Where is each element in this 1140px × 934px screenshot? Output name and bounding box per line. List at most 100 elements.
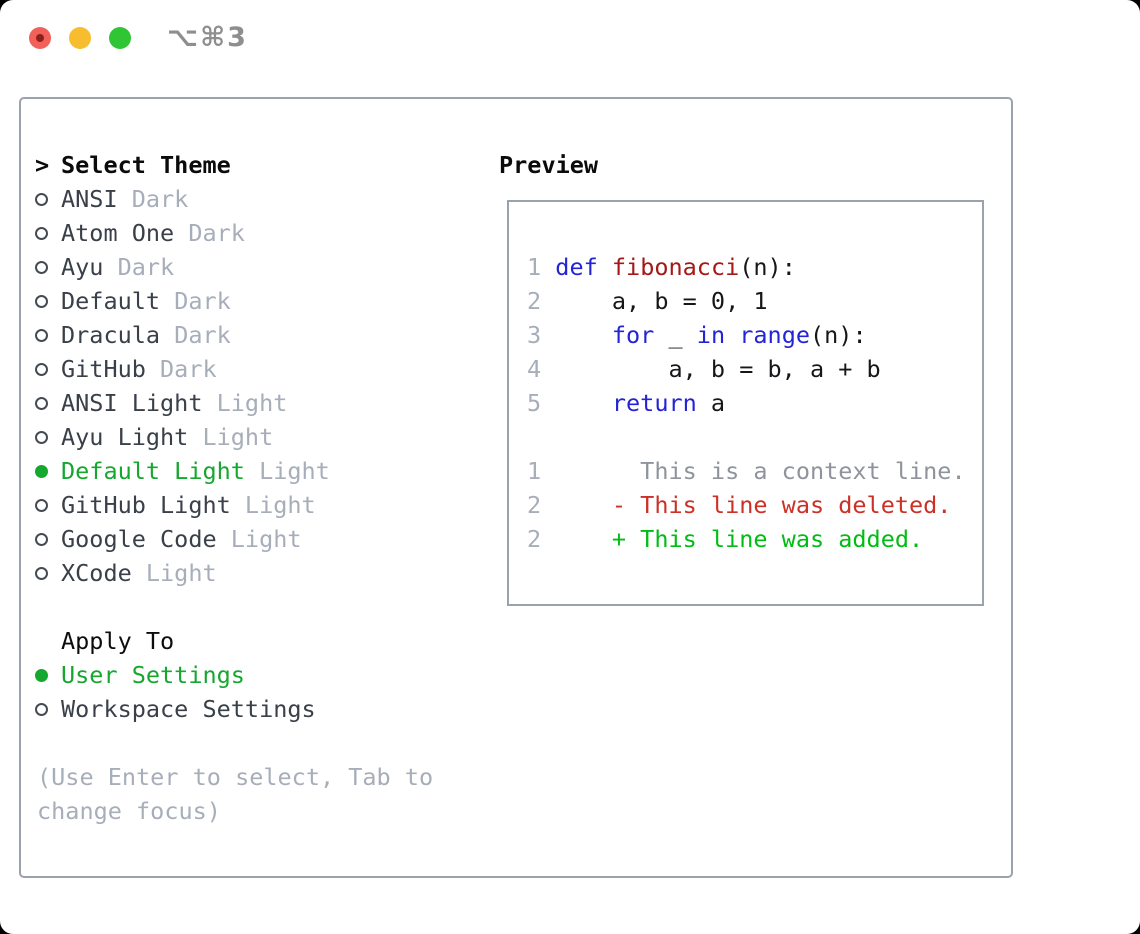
theme-variant: Dark <box>117 253 175 281</box>
minimize-button[interactable] <box>69 27 91 49</box>
theme-name: ANSI Light <box>61 389 203 417</box>
code-line: 4 a, b = b, a + b <box>527 352 966 386</box>
line-number: 5 <box>527 389 542 417</box>
code-line: 5 return a <box>527 386 966 420</box>
close-button[interactable] <box>29 27 51 49</box>
theme-name: Ayu Light <box>61 423 189 451</box>
theme-option[interactable]: Default Light Light <box>35 454 330 488</box>
theme-variant: Dark <box>174 287 231 315</box>
theme-option[interactable]: GitHub Dark <box>35 352 330 386</box>
theme-name: GitHub Light <box>61 491 231 519</box>
radio-slot <box>35 532 61 546</box>
radio-slot <box>35 294 61 308</box>
apply-to-header: Apply To <box>35 624 316 658</box>
apply-option-label: Workspace Settings <box>61 695 316 723</box>
line-number: 3 <box>527 321 542 349</box>
theme-option[interactable]: Atom One Dark <box>35 216 330 250</box>
radio-icon <box>35 430 48 444</box>
radio-slot <box>35 464 61 478</box>
radio-icon <box>35 498 48 512</box>
line-number: 4 <box>527 355 542 383</box>
theme-variant: Light <box>230 525 302 553</box>
radio-slot <box>35 430 61 444</box>
radio-selected-icon <box>35 464 48 478</box>
code-block: 1 def fibonacci(n): 2 a, b = 0, 1 3 for _ i… <box>527 250 966 556</box>
code-text: + This line was added. <box>555 525 924 553</box>
preview-box: 1 def fibonacci(n): 2 a, b = 0, 1 3 for _ i… <box>507 200 984 606</box>
radio-icon <box>35 192 48 206</box>
radio-slot <box>35 328 61 342</box>
radio-selected-icon <box>35 668 48 682</box>
theme-variant: Light <box>145 559 217 587</box>
theme-list-header: >Select Theme <box>35 148 330 182</box>
theme-name: Default Light <box>61 457 245 485</box>
line-number: 1 <box>527 253 542 281</box>
code-text: - This line was deleted. <box>555 491 952 519</box>
radio-slot <box>35 362 61 376</box>
radio-icon <box>35 294 48 308</box>
zoom-button[interactable] <box>109 27 131 49</box>
theme-variant: Dark <box>160 355 217 383</box>
theme-name: Default <box>61 287 161 315</box>
theme-option[interactable]: XCode Light <box>35 556 330 590</box>
code-text: a, b = 0, 1 <box>555 287 768 315</box>
radio-slot <box>35 260 61 274</box>
apply-to-title: Apply To <box>61 627 175 655</box>
theme-option[interactable]: Default Dark <box>35 284 330 318</box>
selection-cursor: > <box>35 151 50 179</box>
theme-name: GitHub <box>61 355 146 383</box>
radio-icon <box>35 702 48 716</box>
code-text: return a <box>611 389 726 417</box>
theme-option[interactable]: Ayu Light Light <box>35 420 330 454</box>
code-line: 1 This is a context line. <box>527 454 966 488</box>
theme-variant: Dark <box>188 219 245 247</box>
theme-option[interactable]: Ayu Dark <box>35 250 330 284</box>
theme-name: ANSI <box>61 185 118 213</box>
radio-slot <box>35 702 61 716</box>
code-text: a, b = b, a + b <box>555 355 881 383</box>
theme-name: Google Code <box>61 525 217 553</box>
theme-variant: Dark <box>174 321 231 349</box>
theme-variant: Light <box>202 423 274 451</box>
theme-option[interactable]: Google Code Light <box>35 522 330 556</box>
code-text: def fibonacci(n): <box>555 253 796 281</box>
theme-variant: Light <box>259 457 330 485</box>
line-number: 2 <box>527 491 542 519</box>
theme-variant: Dark <box>131 185 189 213</box>
help-hint: (Use Enter to select, Tab to change focu… <box>37 763 434 825</box>
close-dot-icon <box>36 34 44 42</box>
radio-icon <box>35 532 48 546</box>
code-line: 2 + This line was added. <box>527 522 966 556</box>
radio-slot <box>35 566 61 580</box>
apply-option-label: User Settings <box>61 661 245 689</box>
theme-name: Dracula <box>61 321 161 349</box>
radio-slot <box>35 192 61 206</box>
radio-icon <box>35 260 48 274</box>
radio-icon <box>35 396 48 410</box>
theme-name: Ayu <box>61 253 104 281</box>
theme-variant: Light <box>216 389 288 417</box>
theme-name: Atom One <box>61 219 175 247</box>
radio-slot <box>35 498 61 512</box>
radio-slot <box>35 396 61 410</box>
line-number: 1 <box>527 457 542 485</box>
apply-option[interactable]: User Settings <box>35 658 316 692</box>
theme-option[interactable]: Dracula Dark <box>35 318 330 352</box>
code-text: for _ in range(n): <box>611 321 867 349</box>
radio-icon <box>35 566 48 580</box>
theme-option[interactable]: ANSI Light Light <box>35 386 330 420</box>
radio-icon <box>35 362 48 376</box>
apply-option[interactable]: Workspace Settings <box>35 692 316 726</box>
theme-name: XCode <box>61 559 132 587</box>
radio-slot <box>35 668 61 682</box>
preview-title: Preview <box>499 151 599 179</box>
theme-option[interactable]: ANSI Dark <box>35 182 330 216</box>
radio-icon <box>35 328 48 342</box>
code-line: 2 a, b = 0, 1 <box>527 284 966 318</box>
code-text: This is a context line. <box>555 457 966 485</box>
